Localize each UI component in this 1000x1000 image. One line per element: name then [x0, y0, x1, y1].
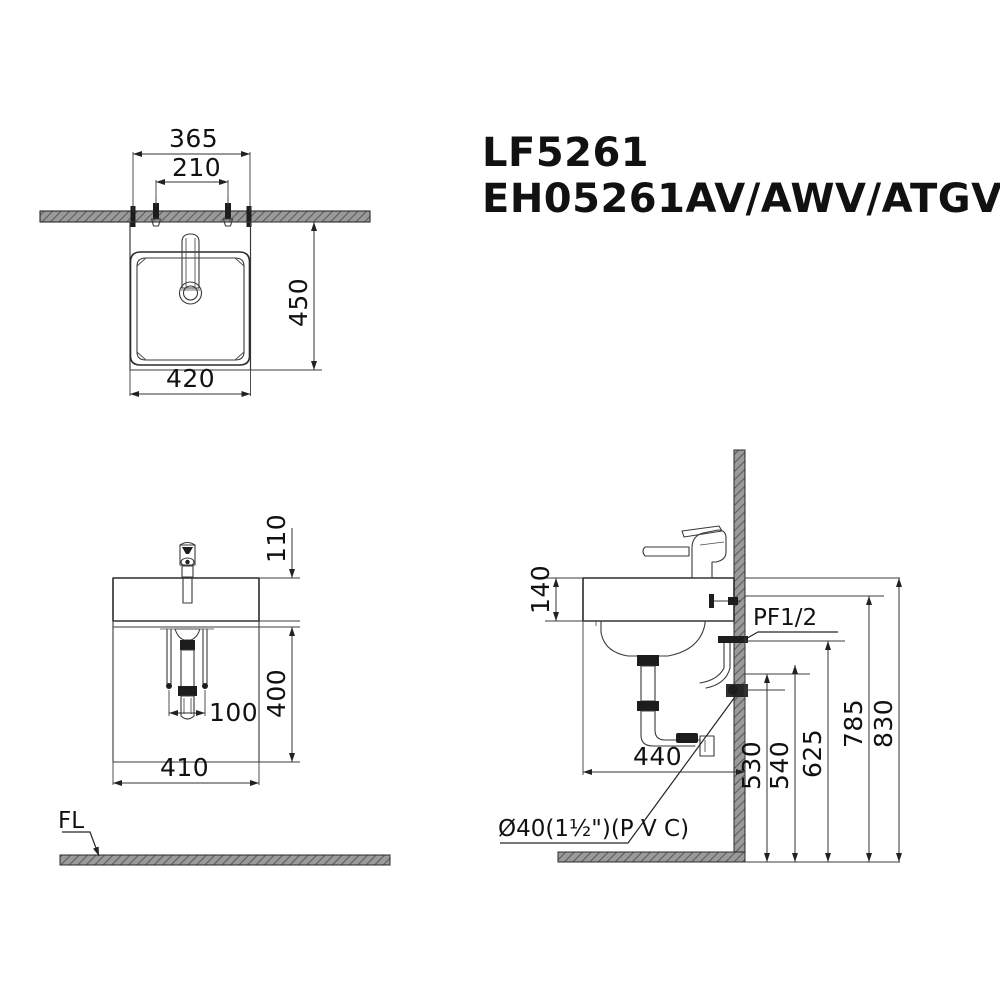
front-dimension-100-label: 100: [209, 698, 258, 727]
side-floor-band: [557, 851, 746, 863]
front-cabinet-extent: [112, 620, 260, 763]
front-dimension-400-label: 400: [262, 669, 291, 718]
plan-dimension-365: 365: [133, 124, 250, 157]
fl-leader: [62, 831, 100, 857]
side-dimension-540: 540: [765, 665, 798, 862]
side-dimension-140-label: 140: [526, 565, 555, 614]
side-dimension-830: 830: [869, 578, 902, 862]
side-basin: [582, 577, 735, 657]
front-elevation-view: 110 400 100 410 FL: [58, 514, 391, 866]
plan-dimension-420-label: 420: [166, 364, 215, 393]
plan-dimension-450: 450: [284, 222, 317, 370]
side-faucet: [642, 525, 727, 579]
waste-pipe-label: Ø40(1½")(P V C): [498, 816, 689, 842]
plan-dimension-450-label: 450: [284, 278, 313, 327]
supply-leader: [741, 631, 838, 642]
side-dimension-440-label: 440: [633, 742, 682, 771]
side-supply-callout: PF1/2: [741, 605, 838, 642]
plan-view: 365 210 450 420: [39, 124, 371, 397]
model-code-primary: LF5261: [482, 130, 649, 176]
side-dimension-785: 785: [839, 596, 872, 862]
plan-extension-lines: [129, 152, 322, 396]
plan-basin-bowl: [129, 251, 251, 366]
plan-basin-extent-right: [129, 221, 252, 371]
plan-dimension-420: 420: [130, 364, 251, 397]
side-dimension-540-label: 540: [765, 741, 794, 790]
side-dimension-625: 625: [798, 641, 831, 862]
side-waste-callout: Ø40(1½")(P V C): [498, 689, 741, 844]
side-section-view: Ø40(1½")(P V C) PF1/2 140 440: [498, 449, 902, 863]
side-extension-lines: [545, 577, 900, 863]
side-dimension-785-label: 785: [839, 699, 868, 748]
side-dimension-530-label: 530: [737, 741, 766, 790]
front-basin-body: [112, 577, 260, 622]
supply-connection-label: PF1/2: [753, 605, 817, 631]
side-drain-trap: [637, 594, 748, 757]
plan-faucet: [178, 233, 203, 305]
floor-level-label: FL: [58, 808, 84, 834]
plan-dimension-210: 210: [156, 153, 228, 185]
front-dimension-400: 400: [262, 627, 295, 762]
plan-wall-band: [39, 210, 371, 223]
side-supply-stub: [709, 594, 741, 608]
plan-basin-extent: [129, 221, 252, 371]
model-code-variants: EH05261AV/AWV/ATGV: [482, 176, 1000, 222]
side-wall: [733, 449, 746, 863]
front-dimension-410: 410: [113, 753, 259, 786]
plan-dimension-210-label: 210: [172, 153, 221, 182]
waste-leader: [500, 689, 741, 844]
side-dimension-530: 530: [737, 674, 770, 862]
front-dimension-110-label: 110: [262, 514, 291, 563]
side-dimension-440: 440: [583, 742, 745, 775]
front-dimension-410-label: 410: [160, 753, 209, 782]
front-dimension-110: 110: [262, 514, 295, 578]
side-dimension-830-label: 830: [869, 699, 898, 748]
front-drain-assembly: [160, 628, 214, 720]
plan-dimension-365-label: 365: [169, 124, 218, 153]
floor-band: [59, 854, 391, 866]
side-dimension-625-label: 625: [798, 729, 827, 778]
front-dimension-100: 100: [169, 698, 258, 727]
side-dimension-140: 140: [526, 565, 559, 621]
title-block: LF5261 EH05261AV/AWV/ATGV: [482, 130, 1000, 222]
front-floor-line: FL: [58, 808, 391, 866]
front-faucet: [179, 541, 196, 604]
